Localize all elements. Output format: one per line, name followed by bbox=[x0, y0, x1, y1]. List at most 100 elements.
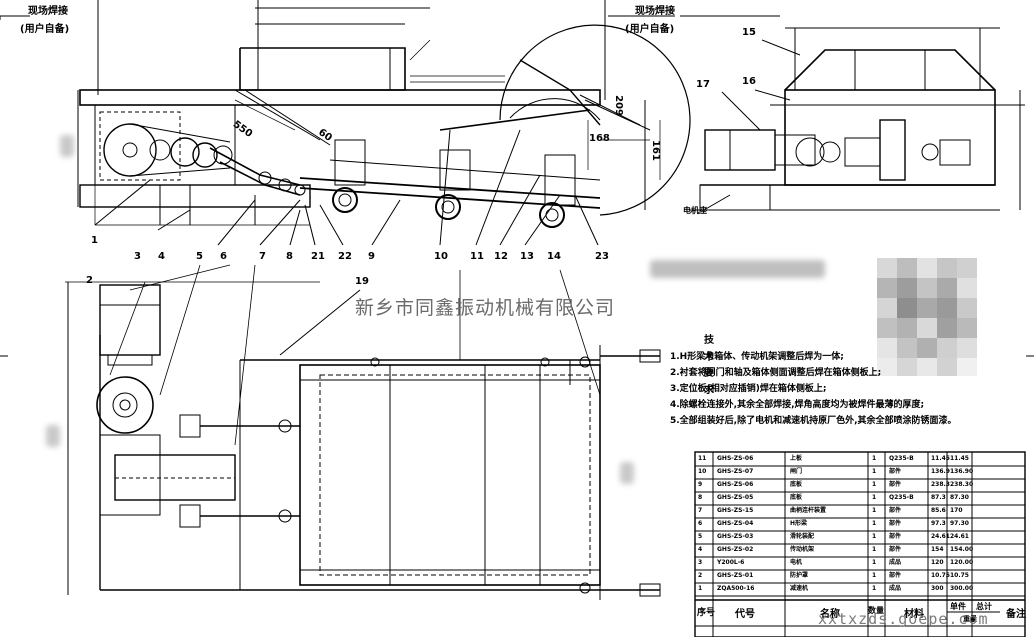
parts-cell-total: 170 bbox=[950, 507, 963, 514]
parts-cell-code: GHS-ZS-05 bbox=[717, 494, 754, 501]
callout-17: 17 bbox=[696, 79, 710, 90]
parts-cell-unit: 87.3 bbox=[931, 494, 946, 501]
header-remark: 备注 bbox=[1006, 609, 1026, 620]
parts-cell-material: 部件 bbox=[889, 572, 902, 579]
parts-cell-material: 部件 bbox=[889, 533, 902, 540]
parts-cell-material: 成品 bbox=[889, 559, 902, 566]
parts-cell-qty: 1 bbox=[872, 572, 877, 579]
parts-cell-seq: 3 bbox=[698, 559, 703, 566]
callout-9: 9 bbox=[368, 251, 375, 262]
parts-cell-total: 24.61 bbox=[950, 533, 969, 540]
parts-cell-material: 成品 bbox=[889, 585, 902, 592]
parts-cell-material: 部件 bbox=[889, 481, 902, 488]
watermark: xxtxzds.goepe.com bbox=[818, 610, 989, 628]
parts-cell-name: H形梁 bbox=[790, 520, 808, 527]
parts-cell-seq: 1 bbox=[698, 585, 703, 592]
parts-cell-material: 部件 bbox=[889, 520, 902, 527]
parts-cell-material: 部件 bbox=[889, 546, 902, 553]
callout-2: 2 bbox=[86, 275, 93, 286]
parts-cell-name: 滑轮装配 bbox=[790, 533, 815, 540]
parts-cell-code: ZQA500-16 bbox=[717, 585, 755, 592]
parts-cell-seq: 4 bbox=[698, 546, 703, 553]
parts-cell-qty: 1 bbox=[872, 520, 877, 527]
parts-cell-seq: 8 bbox=[698, 494, 703, 501]
parts-cell-code: GHS-ZS-04 bbox=[717, 520, 754, 527]
parts-cell-seq: 7 bbox=[698, 507, 703, 514]
callout-4: 4 bbox=[158, 251, 165, 262]
parts-cell-total: 238.30 bbox=[950, 481, 974, 488]
parts-cell-code: GHS-ZS-06 bbox=[717, 455, 754, 462]
parts-cell-qty: 1 bbox=[872, 481, 877, 488]
callout-15: 15 bbox=[742, 27, 756, 38]
parts-cell-seq: 11 bbox=[698, 455, 707, 462]
parts-cell-code: GHS-ZS-06 bbox=[717, 481, 754, 488]
callout-1: 1 bbox=[91, 235, 98, 246]
parts-cell-unit: 97.3 bbox=[931, 520, 946, 527]
side-elevation-view bbox=[0, 0, 691, 246]
parts-cell-unit: 136.9 bbox=[931, 468, 950, 475]
header-name: 名称 bbox=[820, 609, 840, 620]
parts-cell-unit: 154 bbox=[931, 546, 944, 553]
parts-cell-code: GHS-ZS-01 bbox=[717, 572, 754, 579]
parts-cell-material: 部件 bbox=[889, 507, 902, 514]
parts-cell-unit: 11.45 bbox=[931, 455, 950, 462]
parts-cell-seq: 2 bbox=[698, 572, 703, 579]
parts-cell-unit: 120 bbox=[931, 559, 944, 566]
parts-cell-qty: 1 bbox=[872, 507, 877, 514]
parts-cell-name: 底板 bbox=[790, 494, 803, 501]
callout-8: 8 bbox=[286, 251, 293, 262]
tech-note: 5.全部组装好后,除了电机和减速机持原厂色外,其余全部喷涂防锈面漆。 bbox=[670, 416, 957, 426]
parts-cell-qty: 1 bbox=[872, 559, 877, 566]
parts-cell-seq: 6 bbox=[698, 520, 703, 527]
parts-cell-seq: 9 bbox=[698, 481, 703, 488]
tech-note: 2.衬套将闸门和轴及箱体侧面调整后焊在箱体侧板上; bbox=[670, 368, 882, 378]
parts-cell-unit: 300 bbox=[931, 585, 944, 592]
parts-cell-name: 电机 bbox=[790, 559, 803, 566]
end-view bbox=[680, 15, 1025, 211]
tech-note: 3.定位板(相对应插销)焊在箱体侧板上; bbox=[670, 384, 827, 394]
parts-cell-name: 减速机 bbox=[790, 585, 809, 592]
mosaic-blurred-title-block bbox=[877, 258, 977, 376]
parts-table-grid bbox=[694, 451, 1026, 637]
callout-11: 11 bbox=[470, 251, 484, 262]
parts-cell-code: GHS-ZS-07 bbox=[717, 468, 754, 475]
tech-requirements-title: 技术要求 bbox=[704, 335, 714, 396]
parts-cell-unit: 24.61 bbox=[931, 533, 950, 540]
parts-cell-name: 防护罩 bbox=[790, 572, 809, 579]
parts-cell-qty: 1 bbox=[872, 585, 877, 592]
parts-cell-name: 上板 bbox=[790, 455, 803, 462]
parts-cell-total: 154.00 bbox=[950, 546, 974, 553]
blurred-region bbox=[60, 135, 74, 157]
parts-cell-seq: 5 bbox=[698, 533, 703, 540]
header-qty: 数量 bbox=[868, 606, 884, 615]
site-weld-label-left: 现场焊接 bbox=[28, 6, 68, 17]
tech-note: 1.H形梁与箱体、传动机架调整后焊为一体; bbox=[670, 352, 844, 362]
parts-cell-material: Q235-B bbox=[889, 494, 914, 501]
callout-19: 19 bbox=[355, 276, 369, 287]
header-total: 总计 bbox=[976, 602, 992, 611]
blurred-region bbox=[620, 462, 634, 484]
parts-cell-seq: 10 bbox=[698, 468, 707, 475]
callout-13: 13 bbox=[520, 251, 534, 262]
parts-cell-qty: 1 bbox=[872, 455, 877, 462]
plan-view bbox=[65, 264, 661, 600]
user-supplied-label-right: (用户自备) bbox=[625, 24, 675, 35]
parts-cell-material: 部件 bbox=[889, 468, 902, 475]
blurred-region bbox=[650, 260, 825, 278]
parts-cell-name: 曲柄连杆装置 bbox=[790, 507, 827, 514]
callout-7: 7 bbox=[259, 251, 266, 262]
parts-cell-total: 11.45 bbox=[950, 455, 969, 462]
callout-22: 22 bbox=[338, 251, 352, 262]
callout-12: 12 bbox=[494, 251, 508, 262]
parts-cell-qty: 1 bbox=[872, 533, 877, 540]
header-unit: 单件 bbox=[950, 602, 966, 611]
parts-cell-code: GHS-ZS-03 bbox=[717, 533, 754, 540]
parts-cell-material: Q235-B bbox=[889, 455, 914, 462]
callout-6: 6 bbox=[220, 251, 227, 262]
callout-21: 21 bbox=[311, 251, 325, 262]
header-weight: 重量 bbox=[963, 615, 977, 623]
header-seq: 序号 bbox=[697, 608, 716, 618]
parts-cell-qty: 1 bbox=[872, 546, 877, 553]
parts-cell-name: 闸门 bbox=[790, 468, 803, 475]
parts-cell-qty: 1 bbox=[872, 494, 877, 501]
